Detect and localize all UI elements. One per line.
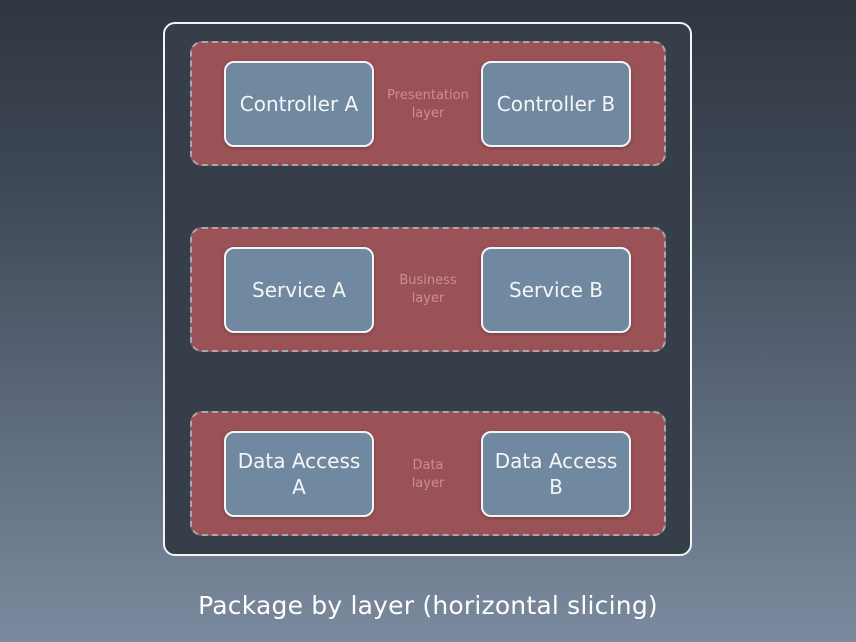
service-a-box: Service A: [224, 247, 374, 333]
controller-a-box: Controller A: [224, 61, 374, 147]
service-b-label: Service B: [509, 278, 603, 302]
controller-b-label: Controller B: [496, 92, 616, 116]
data-access-a-box: Data Access A: [224, 431, 374, 517]
controller-a-label: Controller A: [239, 92, 359, 116]
service-b-box: Service B: [481, 247, 631, 333]
data-access-b-box: Data Access B: [481, 431, 631, 517]
data-access-b-label: Data Access B: [494, 449, 618, 499]
controller-b-box: Controller B: [481, 61, 631, 147]
data-layer-label: Data layer: [411, 458, 445, 491]
presentation-layer-label: Presentation layer: [387, 88, 469, 121]
service-a-label: Service A: [252, 278, 346, 302]
data-access-a-label: Data Access A: [237, 449, 361, 499]
diagram-caption: Package by layer (horizontal slicing): [198, 591, 658, 620]
business-layer-label: Business layer: [399, 273, 457, 306]
